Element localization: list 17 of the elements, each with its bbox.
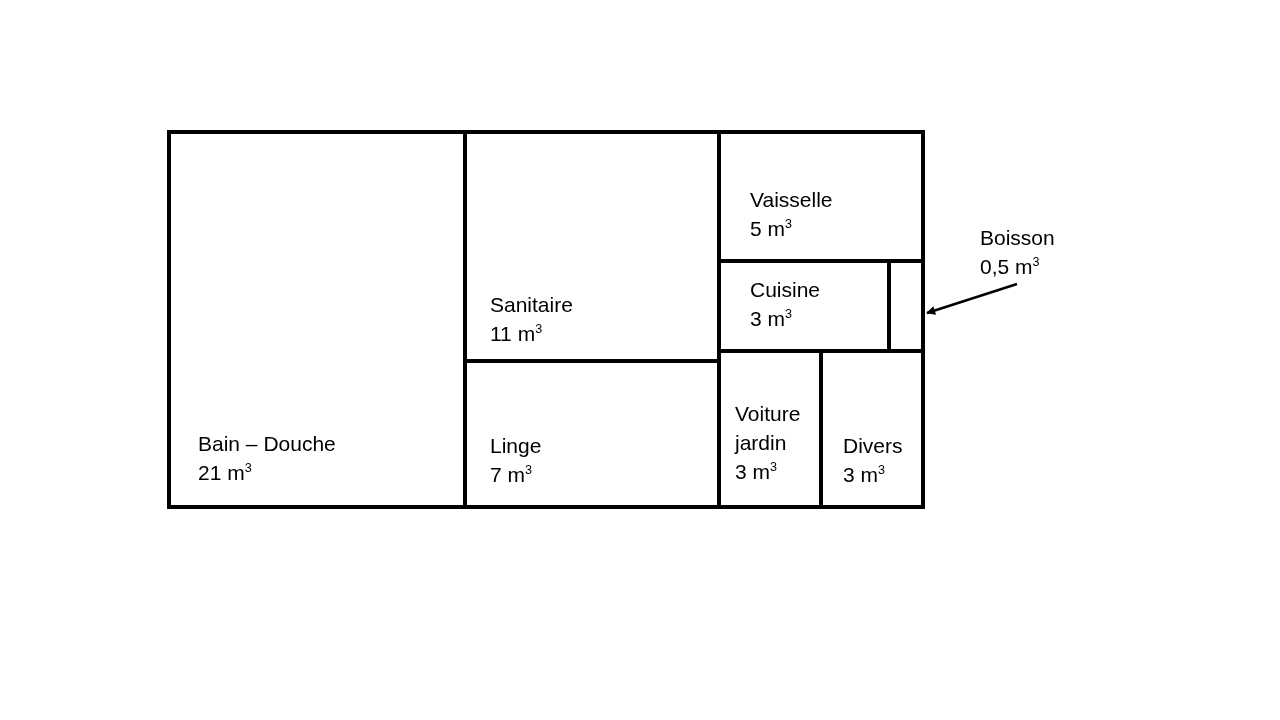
category-label: Vaisselle bbox=[750, 187, 833, 213]
category-label: Voiture jardin bbox=[735, 401, 802, 456]
category-label: Divers bbox=[843, 433, 903, 459]
volume-value: 3 m$^{3}$ bbox=[735, 458, 778, 485]
volume-value: 3 m$^{3}$ bbox=[843, 461, 886, 488]
category-label: Linge bbox=[490, 433, 542, 459]
leader-arrow bbox=[926, 282, 1018, 315]
volume-value: 5 m$^{3}$ bbox=[750, 215, 793, 242]
volume-value: 11 m$^{3}$ bbox=[490, 320, 543, 347]
volume-value: 0,5 m$^{3}$ bbox=[980, 253, 1040, 280]
category-label: Cuisine bbox=[750, 277, 821, 303]
category-label: Sanitaire bbox=[490, 292, 573, 318]
volume-value: 3 m$^{3}$ bbox=[750, 305, 793, 332]
volume-value: 21 m$^{3}$ bbox=[198, 459, 252, 486]
volume-value: 7 m$^{3}$ bbox=[490, 461, 533, 488]
category-label: Bain – Douche bbox=[198, 431, 336, 457]
category-label: Boisson bbox=[980, 225, 1055, 251]
